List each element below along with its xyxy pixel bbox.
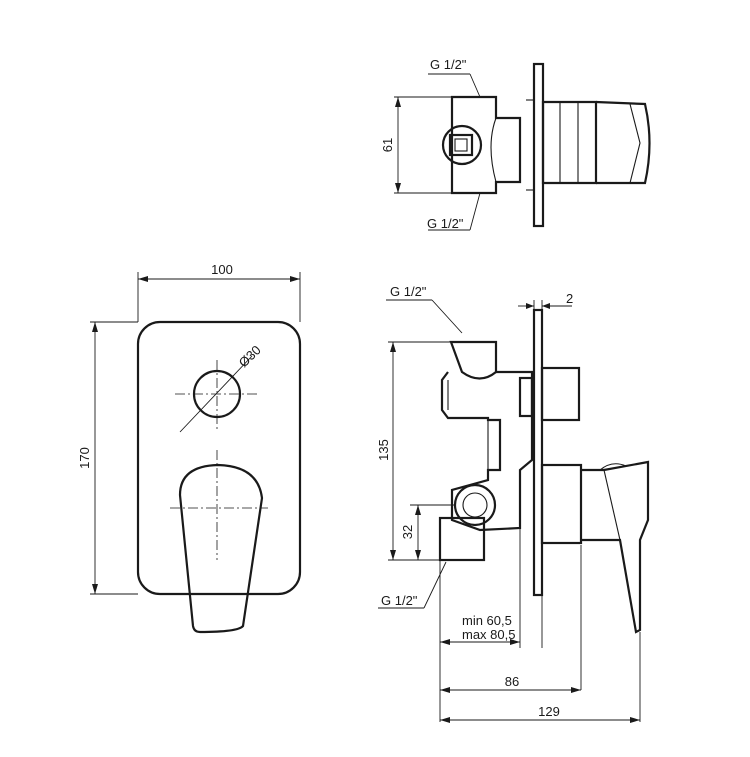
front-width-label: 100 [211, 262, 233, 277]
top-thread-lower-label: G 1/2" [427, 216, 464, 231]
top-thread-upper-label: G 1/2" [430, 57, 467, 72]
top-height-label: 61 [380, 138, 395, 152]
front-height-label: 170 [77, 447, 92, 469]
side-thread-upper-label: G 1/2" [390, 284, 427, 299]
side-min-label: min 60,5 [462, 613, 512, 628]
front-diameter-label: Ø30 [236, 342, 264, 370]
side-outlet-label: 32 [400, 525, 415, 539]
side-height-label: 135 [376, 439, 391, 461]
side-depth-86-label: 86 [505, 674, 519, 689]
front-view [90, 272, 302, 634]
side-depth-129-label: 129 [538, 704, 560, 719]
side-view [378, 299, 650, 723]
side-max-label: max 80,5 [462, 627, 515, 642]
side-thread-lower-label: G 1/2" [381, 593, 418, 608]
top-view [394, 62, 651, 231]
side-plate-label: 2 [566, 291, 573, 306]
